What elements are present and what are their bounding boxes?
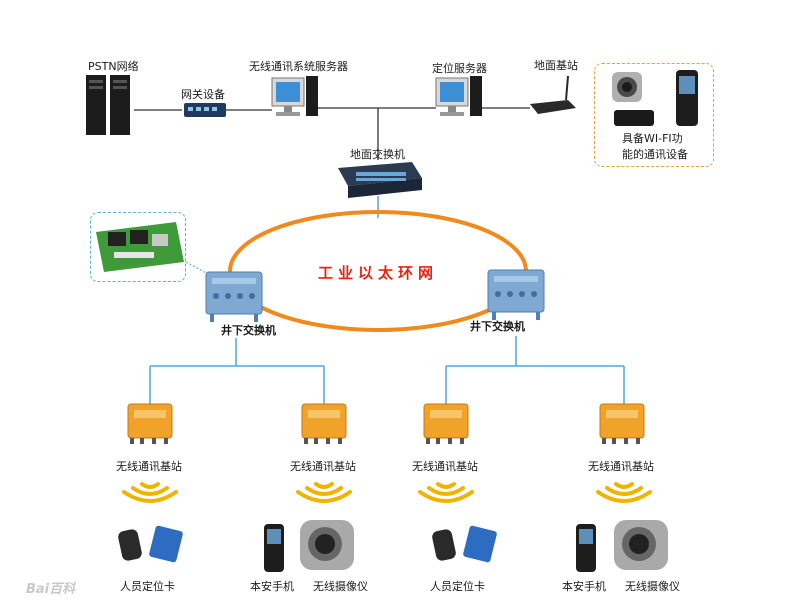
personnel-card-icon-2 <box>432 525 497 563</box>
ground-switch-icon <box>338 162 422 198</box>
personnel-card-label-1: 人员定位卡 <box>120 580 175 593</box>
wireless-camera-icon-1 <box>300 520 354 570</box>
wireless-server-label: 无线通讯系统服务器 <box>249 60 348 73</box>
wifi-phone-icon <box>676 70 698 126</box>
positioning-server-label: 定位服务器 <box>432 62 487 75</box>
circuit-board-icon <box>96 222 184 272</box>
wifi-card-icon <box>614 110 654 126</box>
ring-title: 工业以太环网 <box>318 264 439 282</box>
personnel-card-icon-1 <box>118 525 183 563</box>
ground-base-station-label: 地面基站 <box>534 59 578 72</box>
base-station-label-3: 无线通讯基站 <box>412 460 478 473</box>
positioning-server-icon <box>435 76 482 116</box>
wireless-camera-icon-2 <box>614 520 668 570</box>
base-station-label-4: 无线通讯基站 <box>588 460 654 473</box>
underground-switch-left-icon <box>205 271 263 322</box>
underground-links <box>149 336 625 404</box>
wifi-device-label-line1: 具备WI-FI功 <box>622 132 683 145</box>
base-station-label-2: 无线通讯基站 <box>290 460 356 473</box>
pstn-label: PSTN网络 <box>88 60 139 73</box>
gateway-device-icon <box>184 103 226 117</box>
wifi-device-label-line2: 能的通讯设备 <box>622 148 688 161</box>
underground-switch-left-label: 井下交换机 <box>221 324 276 337</box>
underground-switch-right-label: 井下交换机 <box>470 320 525 333</box>
wifi-camera-icon <box>612 72 642 102</box>
safe-phone-icon-1 <box>264 524 284 572</box>
base-station-label-1: 无线通讯基站 <box>116 460 182 473</box>
safe-phone-label-1: 本安手机 <box>250 580 294 593</box>
wireless-camera-label-1: 无线摄像仪 <box>313 580 368 593</box>
safe-phone-label-2: 本安手机 <box>562 580 606 593</box>
pstn-server-icon <box>86 75 130 135</box>
wireless-server-icon <box>271 76 318 116</box>
safe-phone-icon-2 <box>576 524 596 572</box>
base-station-icons <box>127 403 645 444</box>
signal-waves-icons <box>122 482 652 503</box>
wireless-camera-label-2: 无线摄像仪 <box>625 580 680 593</box>
personnel-card-label-2: 人员定位卡 <box>430 580 485 593</box>
circuit-board-callout <box>90 212 186 282</box>
ground-base-station-icon <box>530 75 576 114</box>
ground-switch-label: 地面交换机 <box>350 148 405 161</box>
watermark-logo: Bai百科 <box>26 582 76 597</box>
top-links <box>134 107 530 160</box>
underground-switch-right-icon <box>487 269 545 320</box>
gateway-label: 网关设备 <box>181 88 225 101</box>
wifi-device-box <box>594 63 714 167</box>
